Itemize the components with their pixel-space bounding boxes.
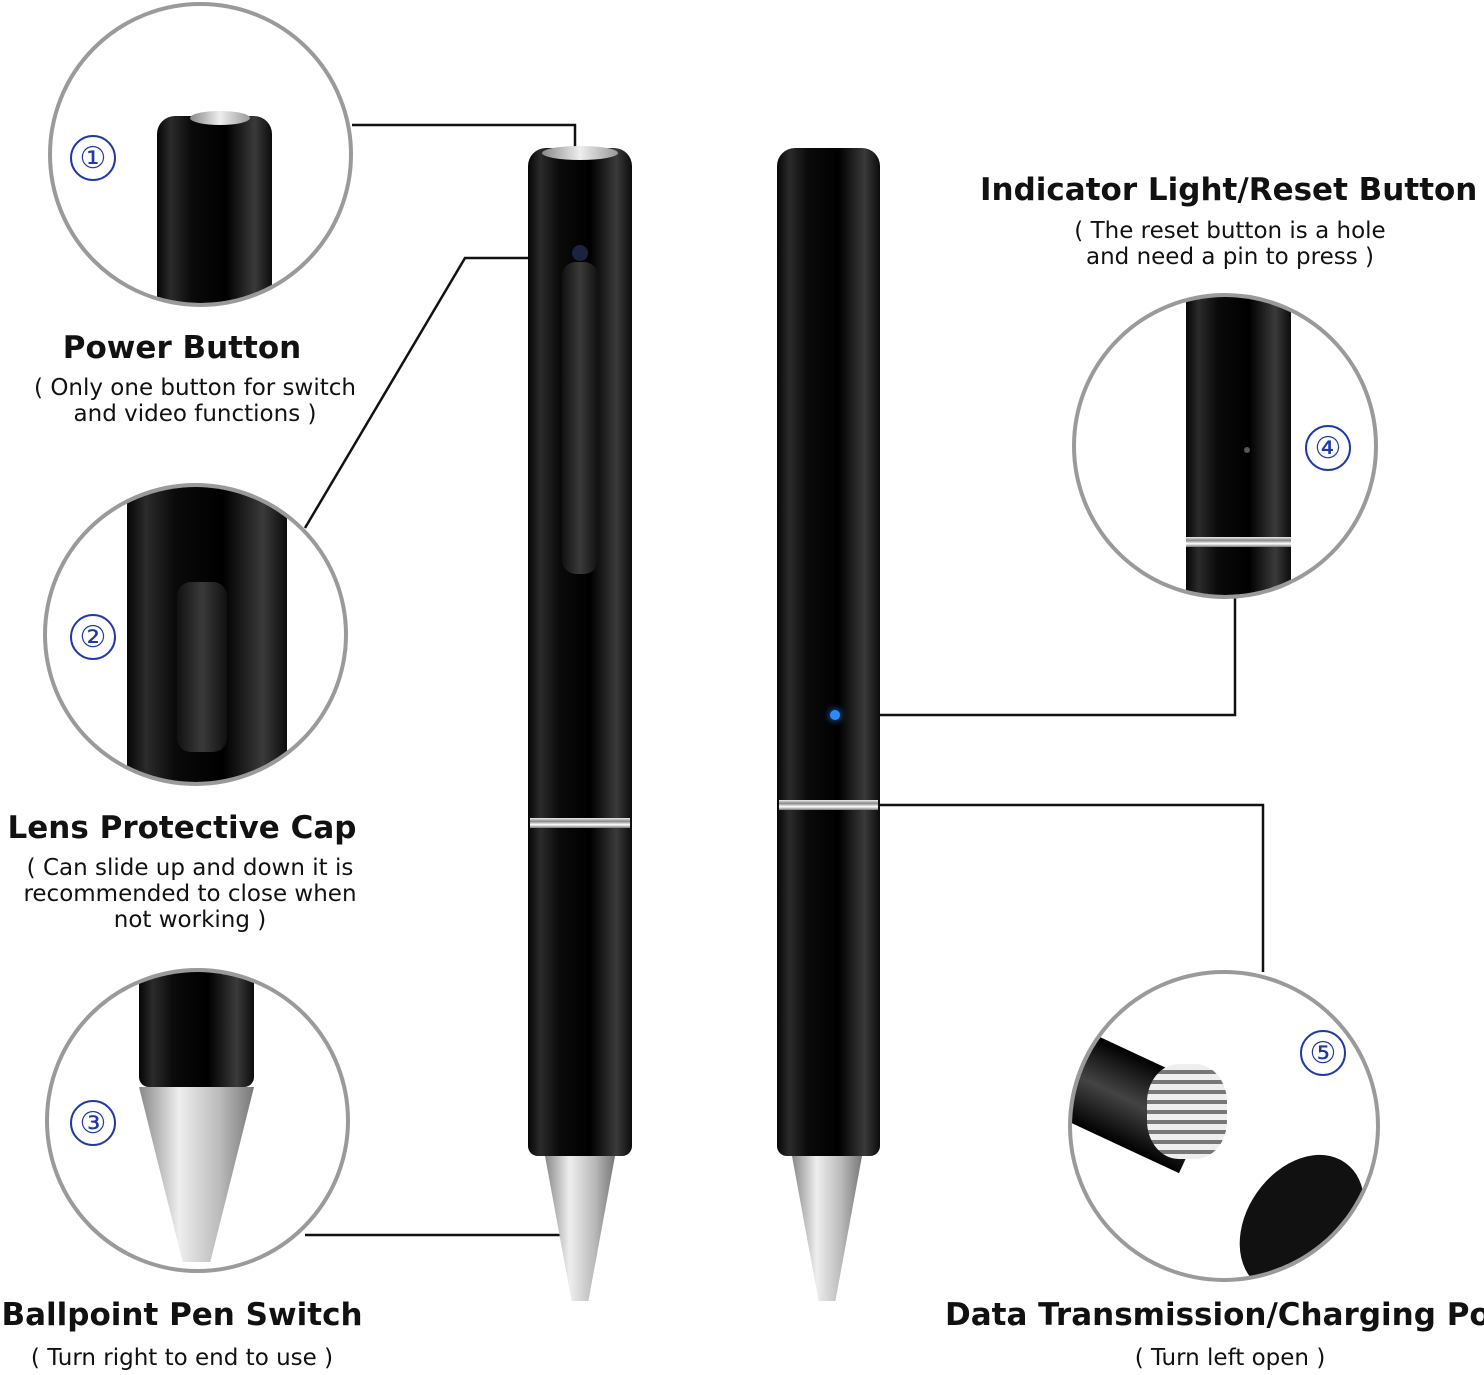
number-badge-4: ④ (1305, 425, 1351, 471)
note-ballpoint-pen-switch: ( Turn right to end to use ) (30, 1345, 334, 1371)
detail-circle-ballpoint (45, 968, 350, 1273)
label-charging-port: Data Transmission/Charging Port (945, 1297, 1484, 1333)
detail-circle-lens-cap (43, 483, 348, 786)
number-badge-3: ③ (70, 1100, 116, 1146)
label-ballpoint-pen-switch: Ballpoint Pen Switch (1, 1297, 363, 1333)
note-lens-protective-cap: ( Can slide up and down it is recommende… (23, 855, 357, 933)
number-badge-2: ② (70, 614, 116, 660)
label-power-button: Power Button (62, 330, 302, 366)
number-badge-1: ① (70, 135, 116, 181)
note-charging-port: ( Turn left open ) (1134, 1345, 1326, 1371)
detail-circle-charging-port (1068, 970, 1380, 1282)
label-lens-protective-cap: Lens Protective Cap (7, 810, 357, 846)
indicator-light (830, 710, 840, 720)
label-indicator-light: Indicator Light/Reset Button (980, 172, 1478, 208)
note-power-button: ( Only one button for switch and video f… (34, 375, 356, 427)
number-badge-5: ⑤ (1300, 1030, 1346, 1076)
note-indicator-light: ( The reset button is a hole and need a … (1074, 218, 1386, 270)
